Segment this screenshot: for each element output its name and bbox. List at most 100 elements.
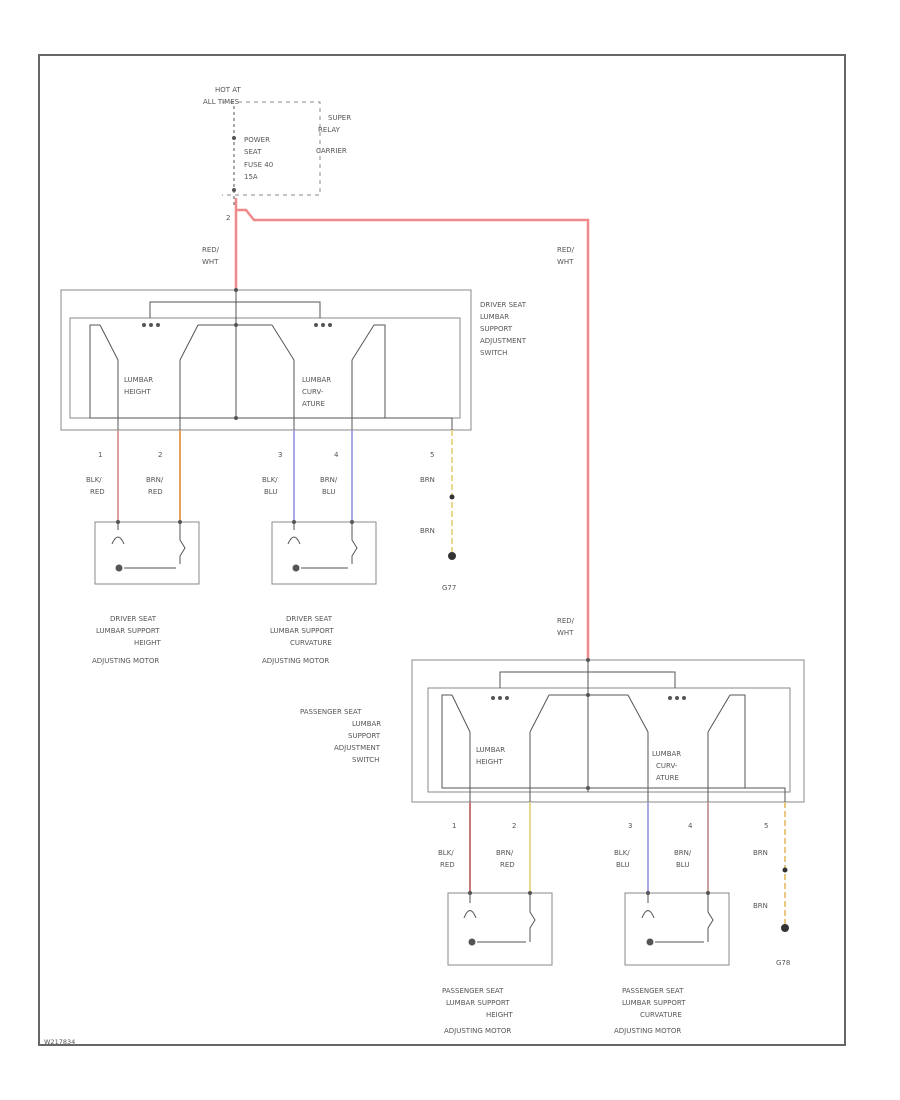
hot-at-label: HOT AT xyxy=(215,86,242,94)
driver-wire1-c2: RED xyxy=(90,488,105,496)
passenger-switch: LUMBAR HEIGHT LUMBAR CURV- ATURE PASSENG… xyxy=(300,658,805,803)
passenger-height-label2: HEIGHT xyxy=(476,758,503,766)
driver-curvature-motor: DRIVER SEAT LUMBAR SUPPORT CURVATURE ADJ… xyxy=(262,520,377,665)
passenger-wire3-c2: BLU xyxy=(616,861,629,869)
driver-wire4-c1: BRN/ xyxy=(320,476,338,484)
driver-contact xyxy=(328,323,332,327)
passenger-contact xyxy=(505,696,509,700)
driver-curv-motor-l3: CURVATURE xyxy=(290,639,332,647)
driver-wire5-c1: BRN xyxy=(420,476,435,484)
passenger-height-motor: PASSENGER SEAT LUMBAR SUPPORT HEIGHT ADJ… xyxy=(442,891,553,1035)
motor-arc xyxy=(463,910,477,919)
driver-curv-motor-l4: ADJUSTING MOTOR xyxy=(262,657,329,665)
motor-arc xyxy=(641,910,655,919)
passenger-feed-color2: WHT xyxy=(557,629,574,637)
driver-switch-title1: DRIVER SEAT xyxy=(480,301,527,309)
passenger-ground-label: G78 xyxy=(776,959,790,967)
motor-icon xyxy=(646,938,654,946)
passenger-height-motor-box xyxy=(447,892,553,966)
driver-pin-1: 1 xyxy=(98,451,102,459)
branch-feed-color1: RED/ xyxy=(557,246,575,254)
driver-curvature-motor-box xyxy=(271,521,377,585)
driver-switch-blade xyxy=(271,324,295,361)
passenger-height-label1: LUMBAR xyxy=(476,746,505,754)
driver-contact xyxy=(149,323,153,327)
passenger-contact xyxy=(498,696,502,700)
passenger-wire1-c2: RED xyxy=(440,861,455,869)
passenger-ground-symbol xyxy=(781,924,789,932)
driver-wire3-c2: BLU xyxy=(264,488,277,496)
passenger-pin-5: 5 xyxy=(764,822,768,830)
motor-icon xyxy=(468,938,476,946)
fuse-line4: 15A xyxy=(244,173,258,181)
passenger-wire2-c1: BRN/ xyxy=(496,849,514,857)
passenger-curv-motor-l4: ADJUSTING MOTOR xyxy=(614,1027,681,1035)
driver-curv-label1: LUMBAR xyxy=(302,376,331,384)
passenger-pin-4: 4 xyxy=(688,822,693,830)
footer-code: W217834 xyxy=(44,1038,75,1046)
passenger-height-motor-l4: ADJUSTING MOTOR xyxy=(444,1027,511,1035)
source-pin: 2 xyxy=(226,214,230,222)
driver-wire3-c1: BLK/ xyxy=(262,476,278,484)
passenger-curvature-motor-box xyxy=(624,892,730,966)
motor-icon xyxy=(115,564,123,572)
driver-pin-4: 4 xyxy=(334,451,339,459)
passenger-switch-trace xyxy=(441,694,588,789)
passenger-height-motor-l1: PASSENGER SEAT xyxy=(442,987,504,995)
passenger-switch-title1: PASSENGER SEAT xyxy=(300,708,362,716)
driver-contact xyxy=(321,323,325,327)
passenger-contact xyxy=(675,696,679,700)
passenger-wire5-c1: BRN xyxy=(753,849,768,857)
driver-wire2-c1: BRN/ xyxy=(146,476,164,484)
passenger-wire4-c2: BLU xyxy=(676,861,689,869)
passenger-curv-label3: ATURE xyxy=(656,774,679,782)
motor-arc xyxy=(111,536,125,545)
passenger-pin-2: 2 xyxy=(512,822,516,830)
driver-feed-color2: WHT xyxy=(202,258,219,266)
driver-curv-motor-l2: LUMBAR SUPPORT xyxy=(270,627,334,635)
branch-feed-color2: WHT xyxy=(557,258,574,266)
passenger-ground-splice xyxy=(782,867,788,873)
fuse-terminal-top xyxy=(232,136,236,140)
carrier-line1: SUPER xyxy=(328,114,351,122)
driver-height-label1: LUMBAR xyxy=(124,376,153,384)
motor-lead xyxy=(351,522,358,564)
passenger-contact xyxy=(668,696,672,700)
passenger-curv-motor-l3: CURVATURE xyxy=(640,1011,682,1019)
passenger-wire4-c1: BRN/ xyxy=(674,849,692,857)
fuse-line3: FUSE 40 xyxy=(244,161,273,169)
passenger-switch-title2: LUMBAR xyxy=(352,720,381,728)
driver-height-motor-box xyxy=(94,521,200,585)
all-times-label: ALL TIMES xyxy=(203,98,240,106)
feed-wires: RED/ WHT RED/ WHT RED/ WHT xyxy=(202,198,590,660)
driver-switch-title2: LUMBAR xyxy=(480,313,509,321)
passenger-wire5-c2: BRN xyxy=(753,902,768,910)
driver-pin-2: 2 xyxy=(158,451,162,459)
passenger-curv-motor-l2: LUMBAR SUPPORT xyxy=(622,999,686,1007)
power-source: HOT AT ALL TIMES SUPER RELAY CARRIER POW… xyxy=(203,86,351,222)
driver-height-motor-l4: ADJUSTING MOTOR xyxy=(92,657,159,665)
passenger-wire2-c2: RED xyxy=(500,861,515,869)
motor-lead xyxy=(179,522,186,564)
passenger-height-motor-l3: HEIGHT xyxy=(486,1011,513,1019)
passenger-wires: 1 2 3 4 5 BLK/ RED BRN/ RED BLK/ BLU BRN… xyxy=(438,802,790,967)
driver-feed-color1: RED/ xyxy=(202,246,220,254)
driver-switch-title3: SUPPORT xyxy=(480,325,513,333)
passenger-feed-color1: RED/ xyxy=(557,617,575,625)
fuse-terminal-bottom xyxy=(232,188,236,192)
passenger-switch-inner xyxy=(427,687,791,793)
driver-ground-label: G77 xyxy=(442,584,456,592)
passenger-pin-3: 3 xyxy=(628,822,632,830)
driver-contact xyxy=(142,323,146,327)
driver-switch: LUMBAR HEIGHT LUMBAR CURV- ATURE DRIVER … xyxy=(60,288,527,431)
passenger-switch-outer xyxy=(411,659,805,803)
passenger-switch-trace xyxy=(745,787,786,802)
passenger-contact xyxy=(491,696,495,700)
driver-switch-bus xyxy=(149,301,321,318)
driver-switch-blade xyxy=(351,324,375,361)
driver-height-motor: DRIVER SEAT LUMBAR SUPPORT HEIGHT ADJUST… xyxy=(92,520,200,665)
passenger-switch-blade xyxy=(529,694,550,733)
motor-icon xyxy=(292,564,300,572)
passenger-switch-title5: SWITCH xyxy=(352,756,379,764)
